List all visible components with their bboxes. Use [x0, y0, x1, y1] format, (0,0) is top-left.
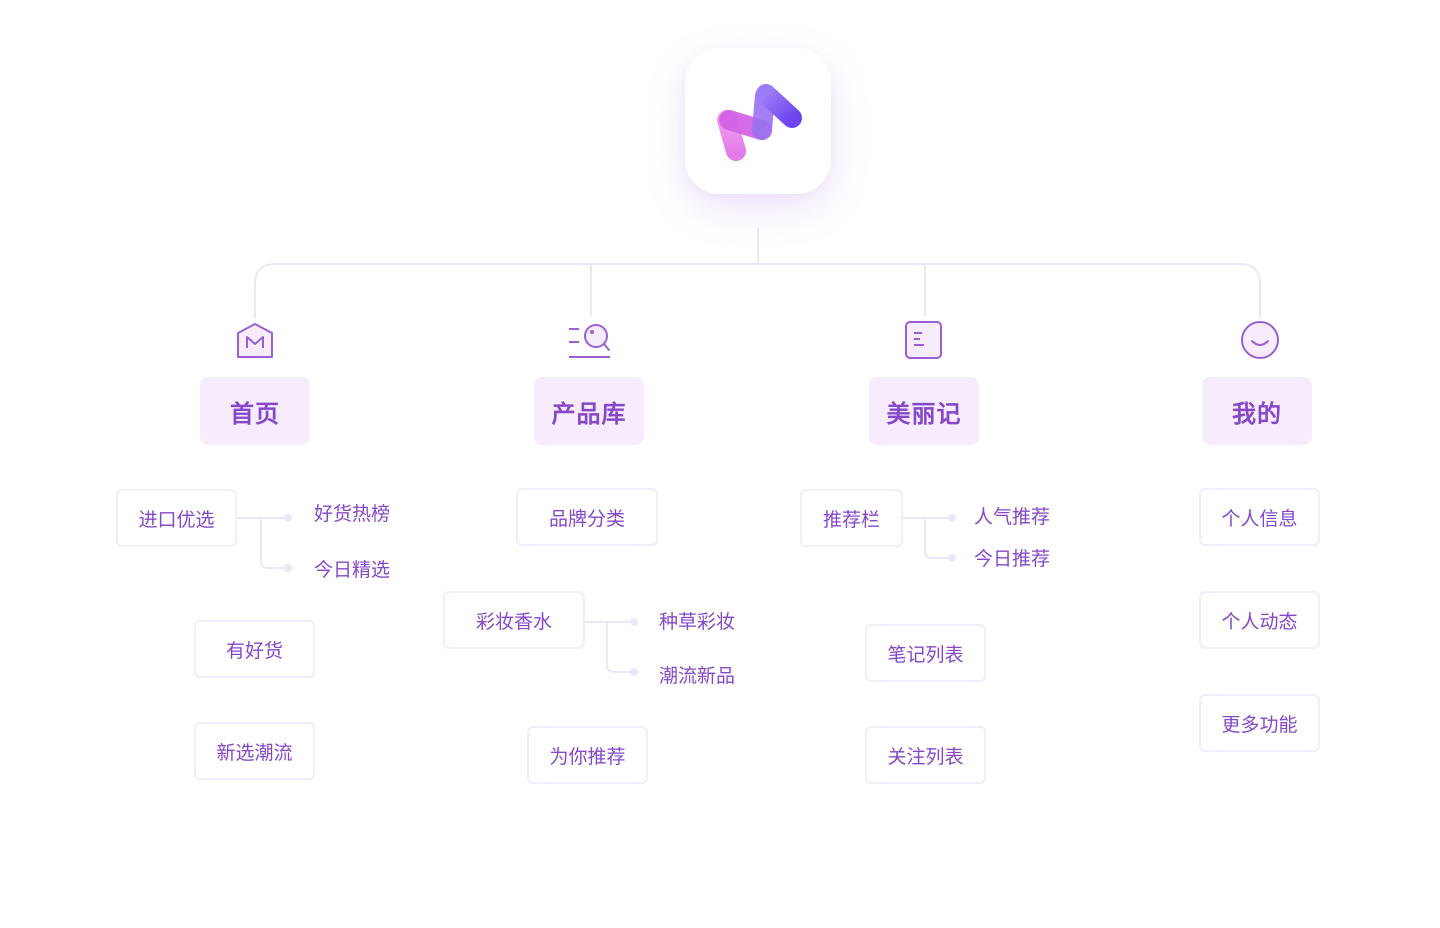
node-home-item-2: 有好货 — [194, 620, 315, 678]
node-label: 新选潮流 — [216, 741, 293, 764]
node-home-item-3: 新选潮流 — [194, 722, 315, 780]
node-library-item-2: 彩妆香水 — [443, 591, 585, 649]
node-mine-item-3: 更多功能 — [1199, 694, 1320, 752]
category-beauty-notes-label: 美丽记 — [886, 399, 962, 428]
node-label: 个人信息 — [1221, 507, 1298, 530]
category-product-library-label: 产品库 — [551, 399, 627, 428]
leaf-notes-1-2: 今日推荐 — [974, 548, 1051, 570]
brand-logo-icon — [717, 84, 802, 161]
node-label: 彩妆香水 — [475, 610, 552, 633]
node-mine-item-2: 个人动态 — [1199, 591, 1320, 649]
node-library-item-1: 品牌分类 — [516, 488, 658, 546]
node-label: 更多功能 — [1221, 713, 1298, 736]
node-notes-item-2: 笔记列表 — [865, 624, 986, 682]
house-m-icon — [237, 323, 273, 358]
node-library-item-3: 为你推荐 — [527, 726, 648, 784]
node-mine-item-1: 个人信息 — [1199, 488, 1320, 546]
leaf-library-2-1: 种草彩妆 — [659, 611, 736, 633]
category-product-library: 产品库 — [534, 377, 644, 445]
node-label: 品牌分类 — [548, 507, 625, 530]
category-home-label: 首页 — [230, 399, 280, 428]
leaf-notes-1-1: 人气推荐 — [974, 506, 1051, 528]
category-home: 首页 — [200, 377, 310, 445]
node-label: 关注列表 — [887, 745, 964, 768]
node-label: 为你推荐 — [549, 745, 626, 768]
node-label: 推荐栏 — [822, 508, 880, 531]
leaf-library-2-2: 潮流新品 — [659, 665, 736, 687]
notebook-icon — [905, 321, 942, 359]
node-label: 笔记列表 — [887, 643, 964, 666]
node-notes-item-1: 推荐栏 — [800, 489, 903, 547]
node-home-item-1: 进口优选 — [116, 489, 237, 547]
node-label: 有好货 — [225, 639, 283, 662]
category-mine: 我的 — [1202, 377, 1312, 445]
node-notes-item-3: 关注列表 — [865, 726, 986, 784]
smile-face-icon — [1241, 321, 1279, 359]
category-mine-label: 我的 — [1232, 399, 1282, 428]
leaf-home-1-2: 今日精选 — [314, 559, 391, 581]
node-label: 进口优选 — [138, 508, 215, 531]
category-beauty-notes: 美丽记 — [869, 377, 979, 445]
node-label: 个人动态 — [1221, 610, 1298, 633]
leaf-home-1-1: 好货热榜 — [314, 503, 391, 525]
search-list-icon — [569, 324, 610, 358]
app-logo — [685, 48, 831, 194]
